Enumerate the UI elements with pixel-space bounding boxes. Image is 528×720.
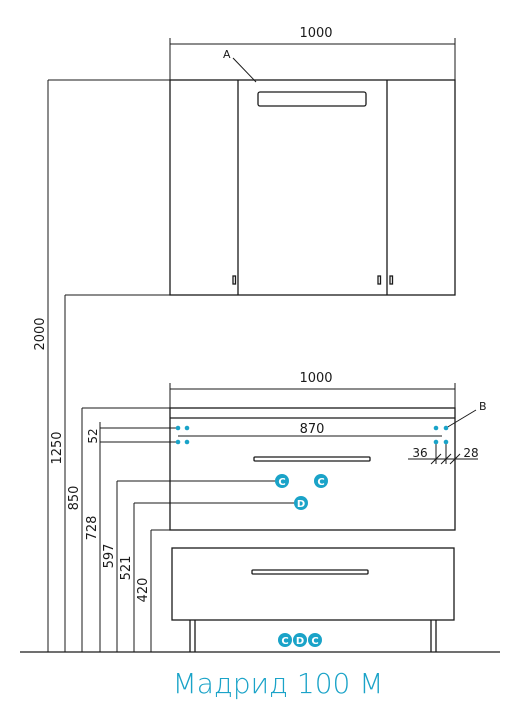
callout-a [232,57,257,83]
height-2000-label: 2000 [33,317,48,350]
height-1250-dimension [64,294,170,652]
callout-a-label: A [223,48,231,61]
marker-d-1: D [294,496,308,510]
height-597-dimension [116,480,282,652]
height-521-dimension [133,502,301,652]
callout-b [445,409,477,429]
right-gap-label: 28 [463,446,478,460]
height-521-label: 521 [119,556,134,581]
marker-c-1: C [275,474,289,488]
marker-c-2: C [314,474,328,488]
marker-d-1-label: D [297,499,305,510]
height-850-dimension [81,407,170,652]
marker-c-1-label: C [278,477,285,488]
height-850-label: 850 [67,486,82,511]
side-gap-dimension [408,442,478,465]
bottom-marker-3: C [308,633,322,647]
bottom-marker-1-label: C [281,636,288,647]
bottom-marker-3-label: C [311,636,318,647]
product-title: Мадрид 100 М [173,667,384,700]
height-420-label: 420 [136,578,151,603]
floor-vanity [171,547,455,652]
height-728-label: 728 [85,516,100,541]
bottom-marker-2: D [293,633,307,647]
callout-b-label: B [479,400,487,413]
marker-c-2-label: C [317,477,324,488]
height-52-label: 52 [86,428,100,443]
middle-width-label: 1000 [299,371,332,386]
top-width-dimension [169,38,456,80]
height-597-label: 597 [102,544,117,569]
height-2000-dimension [47,79,170,652]
height-52-dimension [99,422,178,448]
height-1250-label: 1250 [50,431,65,464]
bottom-marker-2-label: D [296,636,304,647]
left-gap-label: 36 [412,446,427,460]
inner-width-label: 870 [300,422,325,437]
middle-width-dimension [169,383,456,408]
mounting-points [175,425,449,445]
height-420-dimension [150,529,170,652]
wall-cabinet [169,407,456,531]
bottom-marker-1: C [278,633,292,647]
mirror-cabinet [169,79,456,296]
top-width-label: 1000 [299,26,332,41]
